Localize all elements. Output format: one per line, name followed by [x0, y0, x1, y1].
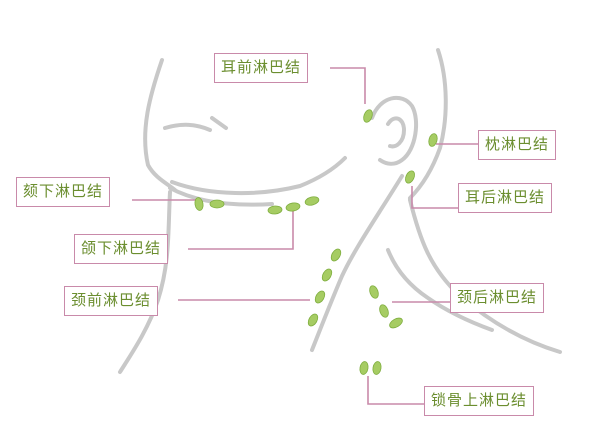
- node-submental-2: [209, 199, 225, 209]
- jaw-line: [170, 156, 347, 196]
- sternocleidomastoid-line: [310, 174, 404, 352]
- label-submental: 颏下淋巴结: [16, 177, 111, 207]
- label-anterior-cervical: 颈前淋巴结: [64, 286, 159, 316]
- node-submandibular-3: [304, 196, 320, 206]
- ear-outer: [370, 95, 419, 166]
- label-supraclavicular: 锁骨上淋巴结: [424, 386, 535, 416]
- node-submandibular-1: [267, 205, 283, 215]
- node-anterior-cervical-1: [330, 248, 342, 262]
- node-preauricular: [363, 109, 373, 123]
- cheek-line: [163, 122, 212, 132]
- node-posterior-cervical-3: [389, 317, 403, 329]
- node-submental-1: [194, 197, 204, 211]
- node-anterior-cervical-3: [314, 290, 326, 304]
- node-anterior-cervical-4: [307, 313, 319, 327]
- node-anterior-cervical-2: [321, 268, 333, 282]
- node-submandibular-2: [285, 202, 301, 212]
- label-preauricular: 耳前淋巴结: [214, 53, 309, 83]
- label-submandibular: 颌下淋巴结: [74, 234, 169, 264]
- label-postauricular: 耳后淋巴结: [458, 183, 553, 213]
- node-posterior-cervical-2: [379, 304, 389, 318]
- lymph-nodes: [194, 109, 438, 375]
- node-supraclavicular-1: [359, 361, 369, 375]
- node-postauricular: [405, 170, 415, 184]
- label-occipital: 枕淋巴结: [478, 130, 557, 160]
- ear-inner: [386, 116, 406, 149]
- face-profile: [143, 58, 177, 192]
- node-posterior-cervical-1: [369, 285, 379, 299]
- throat-front: [118, 190, 172, 374]
- nostril-mark: [210, 116, 228, 130]
- leader-preauricular: [330, 67, 366, 104]
- label-posterior-cervical: 颈后淋巴结: [450, 283, 545, 313]
- node-supraclavicular-2: [372, 361, 382, 375]
- leader-supraclavicular: [367, 376, 424, 405]
- leader-lines: [132, 67, 478, 405]
- leader-submandibular: [188, 210, 294, 250]
- neck-muscle-line: [386, 248, 494, 332]
- node-occipital: [428, 133, 438, 147]
- leader-postauricular: [411, 186, 458, 209]
